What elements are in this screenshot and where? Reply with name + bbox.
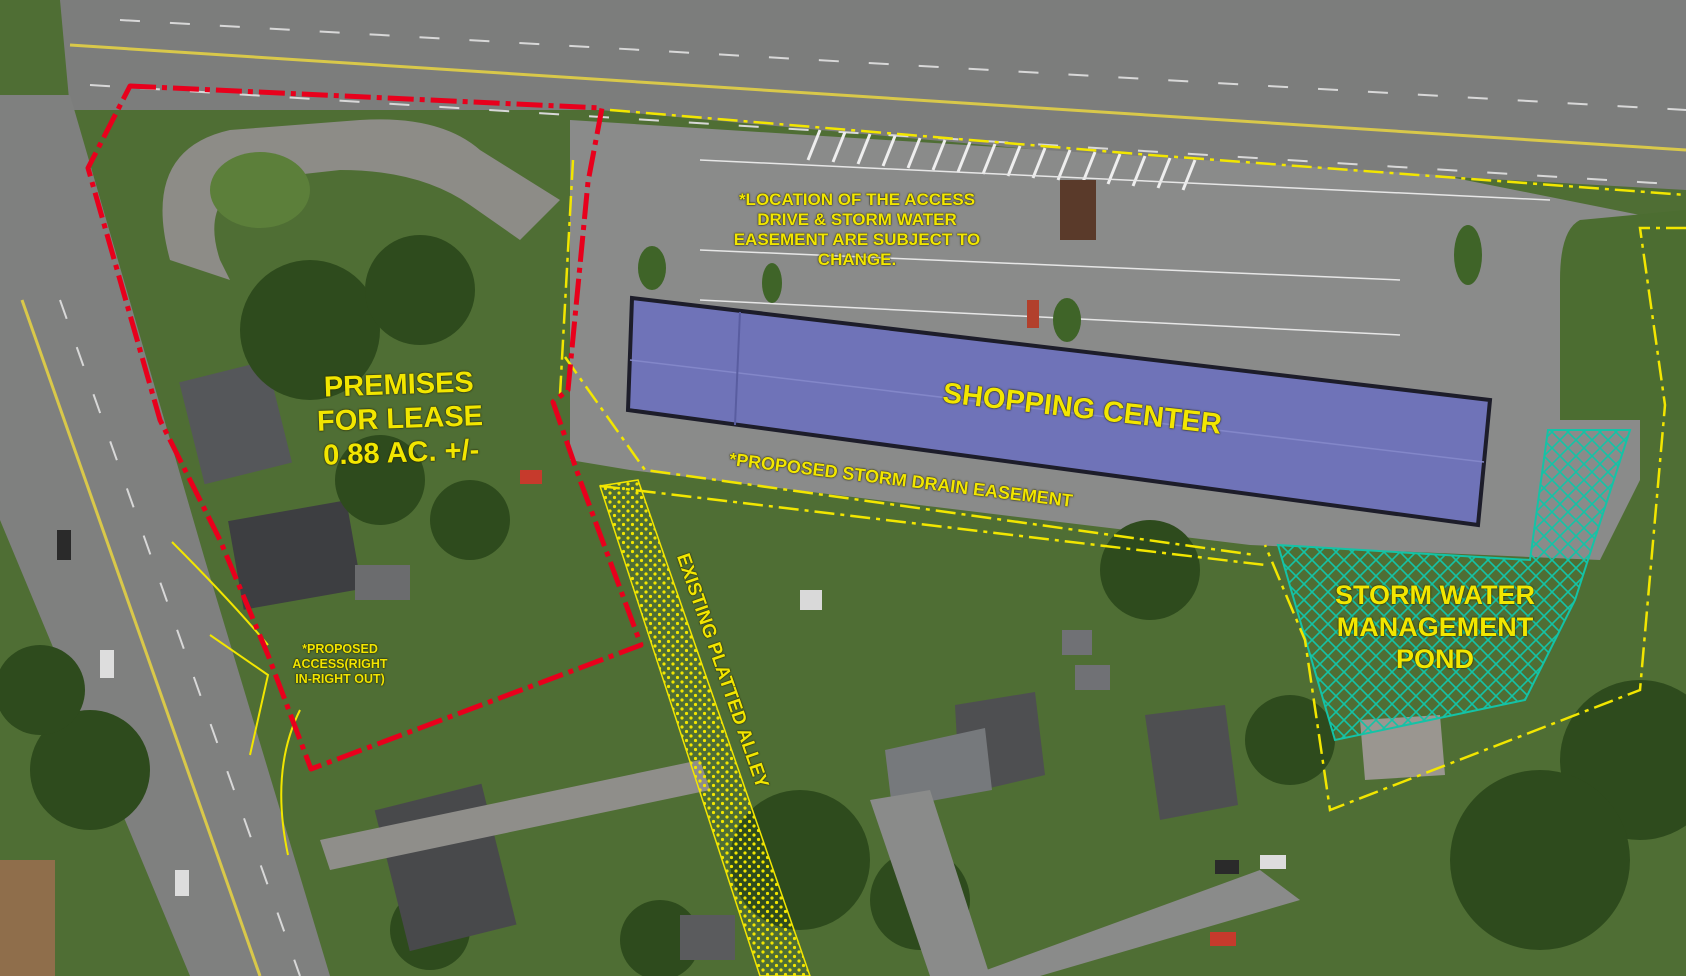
platted-alley <box>599 479 811 976</box>
parking-island <box>638 246 666 290</box>
pond-label-line-1: STORM WATER <box>1335 580 1535 610</box>
parking-stalls <box>699 159 1551 336</box>
access-note-line-1: *LOCATION OF THE ACCESS <box>738 190 976 209</box>
parking-island <box>1060 180 1096 240</box>
premises-boundary <box>85 83 644 772</box>
access-note-line-4: CHANGE. <box>817 250 897 270</box>
proposed-access-line-3: IN-RIGHT OUT) <box>295 671 385 686</box>
parking-island <box>1454 225 1482 285</box>
parking-island <box>1053 298 1081 342</box>
shed-roof <box>355 565 410 600</box>
proposed-access-line-1: *PROPOSED <box>302 642 378 656</box>
pond-label-line-2: MANAGEMENT <box>1336 611 1534 642</box>
side-road <box>0 95 330 976</box>
striped-island <box>806 129 1197 191</box>
local-road <box>870 790 990 976</box>
house-roof <box>179 360 292 485</box>
premises-label: PREMISES FOR LEASE 0.88 AC. +/- <box>298 365 501 475</box>
premises-label-line-3: 0.88 AC. +/- <box>322 434 480 473</box>
tree-canopy <box>0 235 1686 976</box>
lower-driveway <box>320 760 710 870</box>
house-roof <box>228 500 362 610</box>
lawn-patch <box>210 152 310 228</box>
access-note-label: *LOCATION OF THE ACCESS DRIVE & STORM WA… <box>722 190 992 270</box>
right-lawn <box>1560 210 1686 420</box>
vehicles <box>57 300 1286 946</box>
road-center-line <box>69 43 1686 152</box>
easement-lines <box>558 108 1686 812</box>
local-road <box>970 870 1300 976</box>
side-road-center-line <box>20 299 262 976</box>
highway-road <box>60 0 1686 190</box>
proposed-access-line-2: ACCESS(RIGHT <box>292 656 388 671</box>
access-note-line-3: EASEMENT ARE SUBJECT TO <box>733 230 981 250</box>
parking-island <box>762 263 782 303</box>
storm-water-pond-label: STORM WATER MANAGEMENT POND <box>1315 580 1555 676</box>
pond-label-line-3: POND <box>1395 643 1474 674</box>
storm-water-pond-hatch <box>1276 429 1632 742</box>
access-note-line-2: DRIVE & STORM WATER <box>757 210 957 230</box>
proposed-access-label: *PROPOSED ACCESS(RIGHT IN-RIGHT OUT) <box>285 642 395 686</box>
